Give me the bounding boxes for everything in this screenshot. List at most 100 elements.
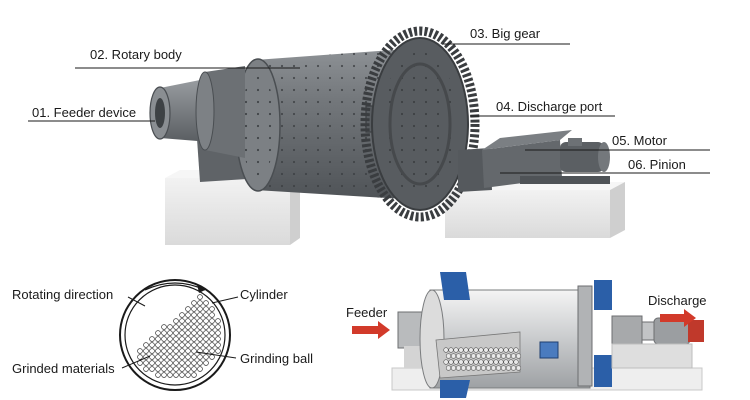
grinding-ball xyxy=(155,336,161,342)
grinding-ball xyxy=(191,306,197,312)
cutaway-ball xyxy=(463,347,469,353)
cutaway-ball xyxy=(483,347,489,353)
grinding-ball xyxy=(185,336,191,342)
grinding-ball xyxy=(197,324,203,330)
grinding-ball xyxy=(179,324,185,330)
grinding-ball xyxy=(197,300,203,306)
grinding-ball xyxy=(143,366,149,372)
grinding-ball xyxy=(215,330,221,336)
grinding-ball xyxy=(203,306,209,312)
cutaway-ball xyxy=(475,365,482,371)
big-gear-shape xyxy=(360,26,480,222)
cutaway-ball xyxy=(500,353,507,359)
cutaway-ball xyxy=(493,347,499,353)
grinding-ball xyxy=(185,360,191,366)
cutaway-ball xyxy=(498,347,504,353)
grinding-ball xyxy=(209,354,215,360)
grinding-ball xyxy=(209,330,215,336)
cutaway-ball xyxy=(485,353,492,359)
grinding-ball xyxy=(215,342,221,348)
side-cutaway-diagram: Feeder Discharge xyxy=(346,272,707,398)
grinding-ball xyxy=(191,354,197,360)
pinion-shaft xyxy=(611,315,643,345)
grinding-ball xyxy=(191,318,197,324)
label-big-gear: 03. Big gear xyxy=(470,26,541,41)
feeder-device-shape xyxy=(149,66,245,158)
grinding-ball xyxy=(149,360,155,366)
grinding-ball xyxy=(209,306,215,312)
cutaway-ball xyxy=(483,359,489,365)
grinding-ball xyxy=(185,330,191,336)
grinding-ball xyxy=(167,324,173,330)
cutaway-balls xyxy=(443,347,522,371)
grinding-ball xyxy=(161,354,167,360)
grinding-ball xyxy=(149,336,155,342)
grinding-ball xyxy=(209,342,215,348)
grinding-ball xyxy=(215,336,221,342)
cutaway-ball xyxy=(473,359,479,365)
cutaway-ball xyxy=(480,353,487,359)
cutaway-ball xyxy=(470,353,477,359)
grinding-ball xyxy=(155,330,161,336)
grinding-ball xyxy=(203,336,209,342)
grinding-ball xyxy=(167,330,173,336)
grinding-ball xyxy=(173,354,179,360)
grinding-ball xyxy=(197,336,203,342)
grinding-ball xyxy=(173,366,179,372)
cutaway-ball xyxy=(515,353,522,359)
cutaway-ball xyxy=(468,359,474,365)
grinding-ball xyxy=(155,366,161,372)
cutaway-ball xyxy=(475,353,482,359)
cutaway-ball xyxy=(493,359,499,365)
coupling xyxy=(641,321,655,341)
grinding-ball xyxy=(149,342,155,348)
grinding-ball xyxy=(137,348,143,354)
grinding-ball xyxy=(203,318,209,324)
cutaway-ball xyxy=(505,365,512,371)
grinding-ball xyxy=(161,336,167,342)
grinding-ball xyxy=(197,330,203,336)
grinding-ball xyxy=(203,312,209,318)
discharge-arrow xyxy=(660,309,696,327)
cutaway-ball xyxy=(460,353,467,359)
label-feeder-device: 01. Feeder device xyxy=(32,105,136,120)
grinding-ball xyxy=(197,354,203,360)
cutaway-ball xyxy=(488,359,494,365)
rotation-arrowhead xyxy=(197,284,205,293)
cutaway-ball xyxy=(490,353,497,359)
grinding-ball xyxy=(179,354,185,360)
grinding-ball xyxy=(173,360,179,366)
cutaway-ball xyxy=(505,353,512,359)
grinding-ball xyxy=(185,312,191,318)
feeder-arrow xyxy=(352,321,390,339)
grinding-ball xyxy=(197,366,203,372)
left-blue-top xyxy=(440,272,470,300)
grinding-ball xyxy=(185,324,191,330)
grinding-ball xyxy=(173,372,179,378)
grinding-ball xyxy=(155,348,161,354)
grinding-ball xyxy=(191,366,197,372)
cutaway-ball xyxy=(503,347,509,353)
grinding-ball xyxy=(197,342,203,348)
grinding-ball xyxy=(179,330,185,336)
grinding-ball xyxy=(161,330,167,336)
cutaway-ball xyxy=(510,353,517,359)
label-grinded-materials: Grinded materials xyxy=(12,361,115,376)
grinding-ball xyxy=(197,306,203,312)
cutaway-ball xyxy=(513,347,519,353)
label-grinding-ball: Grinding ball xyxy=(240,351,313,366)
grinding-ball xyxy=(179,348,185,354)
grinding-ball xyxy=(185,306,191,312)
label-rotary-body: 02. Rotary body xyxy=(90,47,182,62)
grinding-ball xyxy=(167,336,173,342)
grinding-ball xyxy=(215,348,221,354)
cross-section-leaders xyxy=(121,296,239,369)
grinding-ball xyxy=(191,312,197,318)
grinding-balls xyxy=(137,294,221,378)
grinding-ball xyxy=(173,330,179,336)
cutaway-ball xyxy=(453,347,459,353)
drive-base xyxy=(611,343,693,369)
grinding-ball xyxy=(185,366,191,372)
cutaway-ball xyxy=(450,353,457,359)
